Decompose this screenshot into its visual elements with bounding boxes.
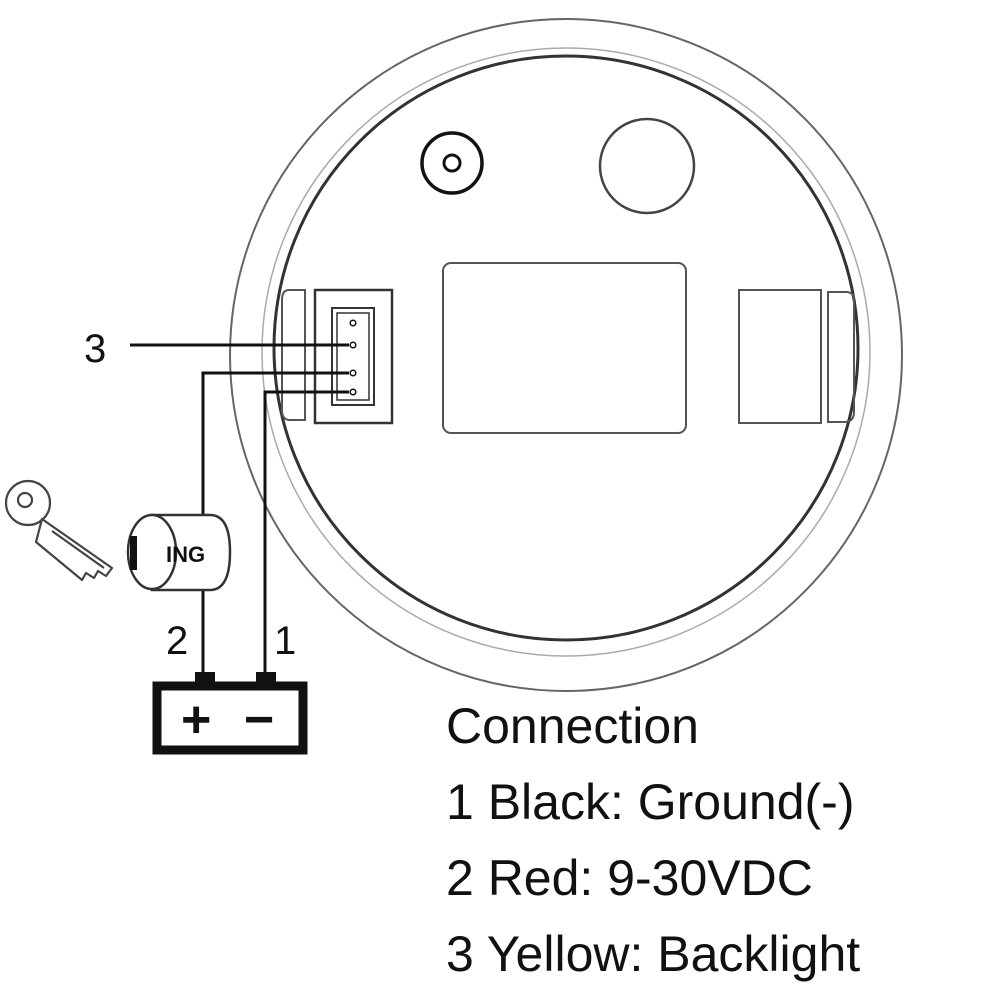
ignition-label: ING — [166, 542, 205, 567]
connector-icon — [313, 288, 394, 425]
gauge-lamp — [598, 117, 696, 215]
connection-legend: Connection 1 Black: Ground(-) 2 Red: 9-3… — [446, 688, 986, 992]
gauge-center-plate — [442, 262, 687, 434]
legend-item-2: 2 Red: 9-30VDC — [446, 850, 813, 906]
ignition-switch-icon: ING — [126, 513, 232, 592]
wires — [130, 343, 349, 680]
wire-label-2: 2 — [166, 619, 188, 663]
legend-item-3: 3 Yellow: Backlight — [446, 926, 861, 982]
legend-item-1: 1 Black: Ground(-) — [446, 774, 855, 830]
legend-title: Connection — [446, 698, 699, 754]
mounting-hole-icon — [420, 131, 484, 195]
wire-red — [201, 371, 349, 515]
gauge-outer-rim — [229, 18, 903, 692]
gauge-right-clip — [827, 291, 855, 423]
gauge-right-bracket — [738, 289, 822, 424]
gauge-left-clip — [281, 289, 306, 421]
wire-black — [263, 390, 349, 680]
wire-label-3: 3 — [84, 327, 106, 371]
gauge-body — [229, 18, 903, 692]
battery-positive: + — [181, 691, 211, 749]
gauge-shadow-rim — [261, 47, 871, 657]
battery-icon: + − — [152, 672, 308, 755]
battery-negative: − — [244, 691, 274, 749]
key-icon — [4, 479, 114, 582]
gauge-inner-rim — [272, 54, 860, 642]
wire-label-1: 1 — [274, 619, 296, 663]
